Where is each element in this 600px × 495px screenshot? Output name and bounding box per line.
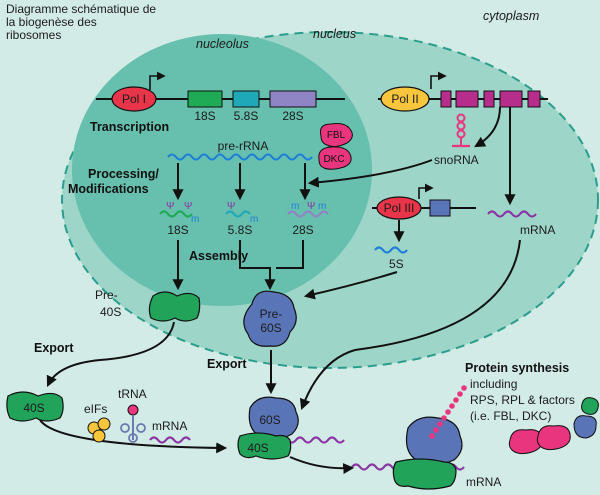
- methyl-mark-28s-a: m: [291, 201, 299, 212]
- mrna-translating-label: mRNA: [466, 475, 501, 489]
- 40s-subunit-complex: [237, 432, 292, 460]
- trna-molecule: [120, 404, 146, 443]
- psi-mark-18s-a: Ψ: [166, 201, 174, 212]
- mrna-cyto-label: mRNA: [152, 419, 187, 433]
- pre40s-label-2: 40S: [100, 305, 121, 319]
- mrna-nucleus-label: mRNA: [520, 223, 555, 237]
- pre-rrna-label: pre-rRNA: [218, 139, 269, 153]
- methyl-mark-58s: m: [250, 214, 258, 225]
- exon-5: [527, 90, 541, 108]
- rrna-5s-transcript: [374, 246, 408, 254]
- pol1-enzyme: [111, 86, 157, 112]
- step-export-right: Export: [207, 357, 247, 371]
- rrna-gene-unit: Pol I 18S 5.8S 28S: [96, 71, 345, 123]
- mature-18s-rrna: Ψ Ψ m 18S: [159, 201, 199, 237]
- snorna-hairpin: [452, 113, 470, 148]
- gene-58s-label: 5.8S: [234, 109, 259, 123]
- label-nucleus: nucleus: [313, 27, 356, 41]
- rrna-5s-label: 5S: [389, 257, 404, 271]
- nascent-peptide: [429, 385, 467, 439]
- 60s-label: 60S: [259, 413, 280, 427]
- free-40s-label: 40S: [23, 401, 44, 415]
- eifs-cluster: [87, 417, 111, 443]
- gene-18s-block: [187, 90, 223, 108]
- gene-18s-label: 18S: [194, 109, 215, 123]
- snorna-label: snoRNA: [434, 153, 479, 167]
- gene-58s-block: [232, 90, 260, 108]
- tss-arrow-pol1: [149, 71, 166, 90]
- tss-arrow-pol2: [430, 71, 447, 89]
- mature-58s-rrna: Ψ m 5.8S: [225, 201, 258, 237]
- tss-arrow-pol3: [418, 183, 434, 199]
- protein-synthesis-line-1: including: [470, 377, 517, 391]
- psi-mark-28s: Ψ: [307, 201, 315, 212]
- title-line-2: la biogenèse des: [6, 15, 97, 29]
- arrow-mrna-to-translation: [299, 239, 521, 411]
- dkc-protein: DKC: [318, 146, 352, 170]
- gene-28s-block: [269, 90, 317, 108]
- translating-60s: [405, 416, 463, 466]
- arrow-snorna-to-processing: [307, 159, 433, 188]
- pre60s-label-1: Pre-: [260, 307, 283, 321]
- nuclear-mrna: [487, 210, 537, 218]
- title-line-3: ribosomes: [6, 28, 61, 42]
- gene-5s-block: [429, 199, 451, 217]
- fbl-protein: FBL: [320, 123, 353, 148]
- step-processing-2: Modifications: [68, 182, 149, 196]
- dkc-label: DKC: [323, 154, 344, 165]
- arrow-28s-to-pre60s: [276, 240, 304, 269]
- pre60s-label-2: 60S: [260, 321, 281, 335]
- protein-synthesis-line-2: RPS, RPL & factors: [470, 393, 575, 407]
- pol1-label: Pol I: [122, 92, 146, 106]
- pol2-gene-unit: Pol II: [378, 71, 548, 112]
- free-40s-subunit: [6, 391, 64, 422]
- translating-40s: [392, 458, 457, 490]
- step-assembly: Assembly: [189, 249, 248, 263]
- synthesized-proteins: [508, 397, 599, 455]
- step-processing-1: Processing/: [88, 167, 159, 181]
- exon-1: [440, 90, 452, 108]
- eifs-label: eIFs: [84, 402, 107, 416]
- mature-18s-label: 18S: [167, 223, 188, 237]
- cytoplasmic-mrna: [149, 436, 191, 444]
- pol2-enzyme: [380, 86, 430, 112]
- arrow-gene-to-snorna: [474, 106, 501, 148]
- pre40s-particle: [148, 291, 201, 322]
- step-protein-synthesis: Protein synthesis: [465, 361, 569, 375]
- label-cytoplasm: cytoplasm: [483, 9, 539, 23]
- exon-4: [499, 90, 523, 108]
- pre60s-particle: [243, 290, 297, 347]
- pol3-enzyme: [376, 196, 422, 220]
- psi-mark-18s-b: Ψ: [184, 201, 192, 212]
- label-nucleolus: nucleolus: [196, 37, 249, 51]
- exon-2: [455, 90, 479, 108]
- arrow-export-40s: [46, 321, 175, 387]
- title-line-1: Diagramme schématique de: [6, 2, 156, 16]
- mature-28s-label: 28S: [292, 223, 313, 237]
- mature-58s-label: 5.8S: [228, 223, 253, 237]
- arrow-to-translation: [289, 456, 355, 475]
- methyl-mark-18s: m: [191, 214, 199, 225]
- pol3-label: Pol III: [384, 201, 415, 215]
- methyl-mark-28s-b: m: [318, 201, 326, 212]
- pre40s-label-1: Pre-: [95, 288, 118, 302]
- gene-28s-label: 28S: [282, 109, 303, 123]
- pol2-label: Pol II: [391, 92, 418, 106]
- arrow-5s-to-pre60s: [303, 271, 398, 300]
- 40s-complex-label: 40S: [247, 441, 268, 455]
- arrow-58s-to-pre60s: [239, 240, 276, 291]
- step-export-left: Export: [34, 341, 74, 355]
- protein-synthesis-line-3: (i.e. FBL, DKC): [470, 409, 551, 423]
- pre-rrna-transcript: [167, 153, 313, 161]
- trna-label: tRNA: [118, 387, 147, 401]
- exon-3: [483, 90, 495, 108]
- mature-28s-rrna: m Ψ m 28S: [287, 201, 329, 237]
- pol3-gene-unit: Pol III: [372, 183, 476, 220]
- psi-mark-58s: Ψ: [227, 201, 235, 212]
- step-transcription: Transcription: [90, 120, 169, 134]
- fbl-label: FBL: [327, 130, 346, 141]
